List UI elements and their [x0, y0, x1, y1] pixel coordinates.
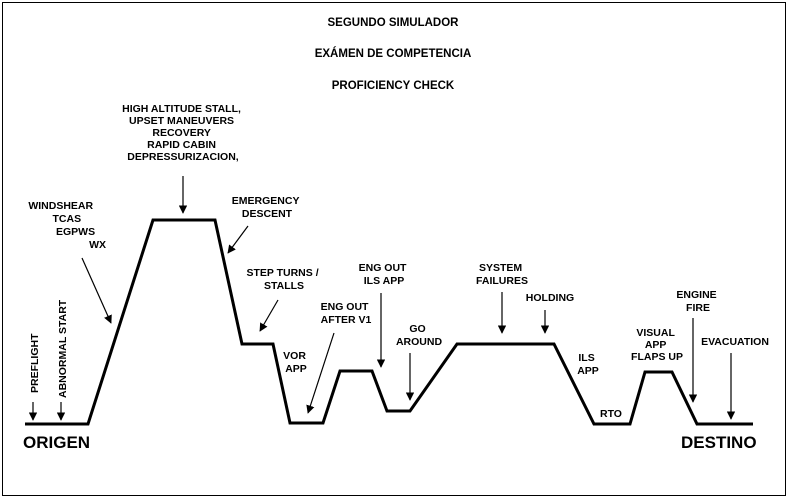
windshear-arrow [81, 257, 112, 324]
header-title: SEGUNDO SIMULADOR [328, 17, 460, 29]
abnormal-start-label: ABNORMAL START [57, 299, 69, 398]
emergency-descent-label: EMERGENCY DESCENT [232, 195, 302, 220]
holding-label: HOLDING [526, 292, 574, 304]
vor-app-label: VOR APP [283, 350, 309, 375]
evacuation-label: EVACUATION [701, 336, 769, 348]
visual-app-label: VISUAL APP FLAPS UP [631, 327, 683, 363]
eng-out-v1-arrow [306, 332, 335, 414]
step-turns-label: STEP TURNS / STALLS [246, 267, 321, 292]
engine-fire-label: ENGINE FIRE [676, 289, 719, 314]
emergency-arrow [227, 225, 249, 254]
arrow-group [28, 176, 736, 421]
eng-out-ils-label: ENG OUT ILS APP [359, 262, 410, 287]
eng-out-v1-label: ENG OUT AFTER V1 [321, 301, 372, 326]
preflight-label: PREFLIGHT [29, 333, 41, 393]
go-around-label: GO AROUND [396, 323, 442, 348]
origin-label: ORIGEN [23, 433, 90, 452]
system-failures-label: SYSTEM FAILURES [476, 262, 528, 287]
stall-label: HIGH ALTITUDE STALL, UPSET MANEUVERS REC… [122, 103, 244, 163]
step-turns-arrow [259, 299, 279, 332]
header-check: PROFICIENCY CHECK [332, 80, 455, 92]
rto-label: RTO [600, 408, 622, 420]
ils-app-label: ILS APP [577, 352, 599, 377]
windshear-label: WINDSHEAR TCAS EGPWS WX [28, 200, 106, 251]
destination-label: DESTINO [681, 433, 757, 452]
header-subtitle: EXÁMEN DE COMPETENCIA [315, 47, 472, 60]
flight-profile-line [25, 218, 753, 426]
